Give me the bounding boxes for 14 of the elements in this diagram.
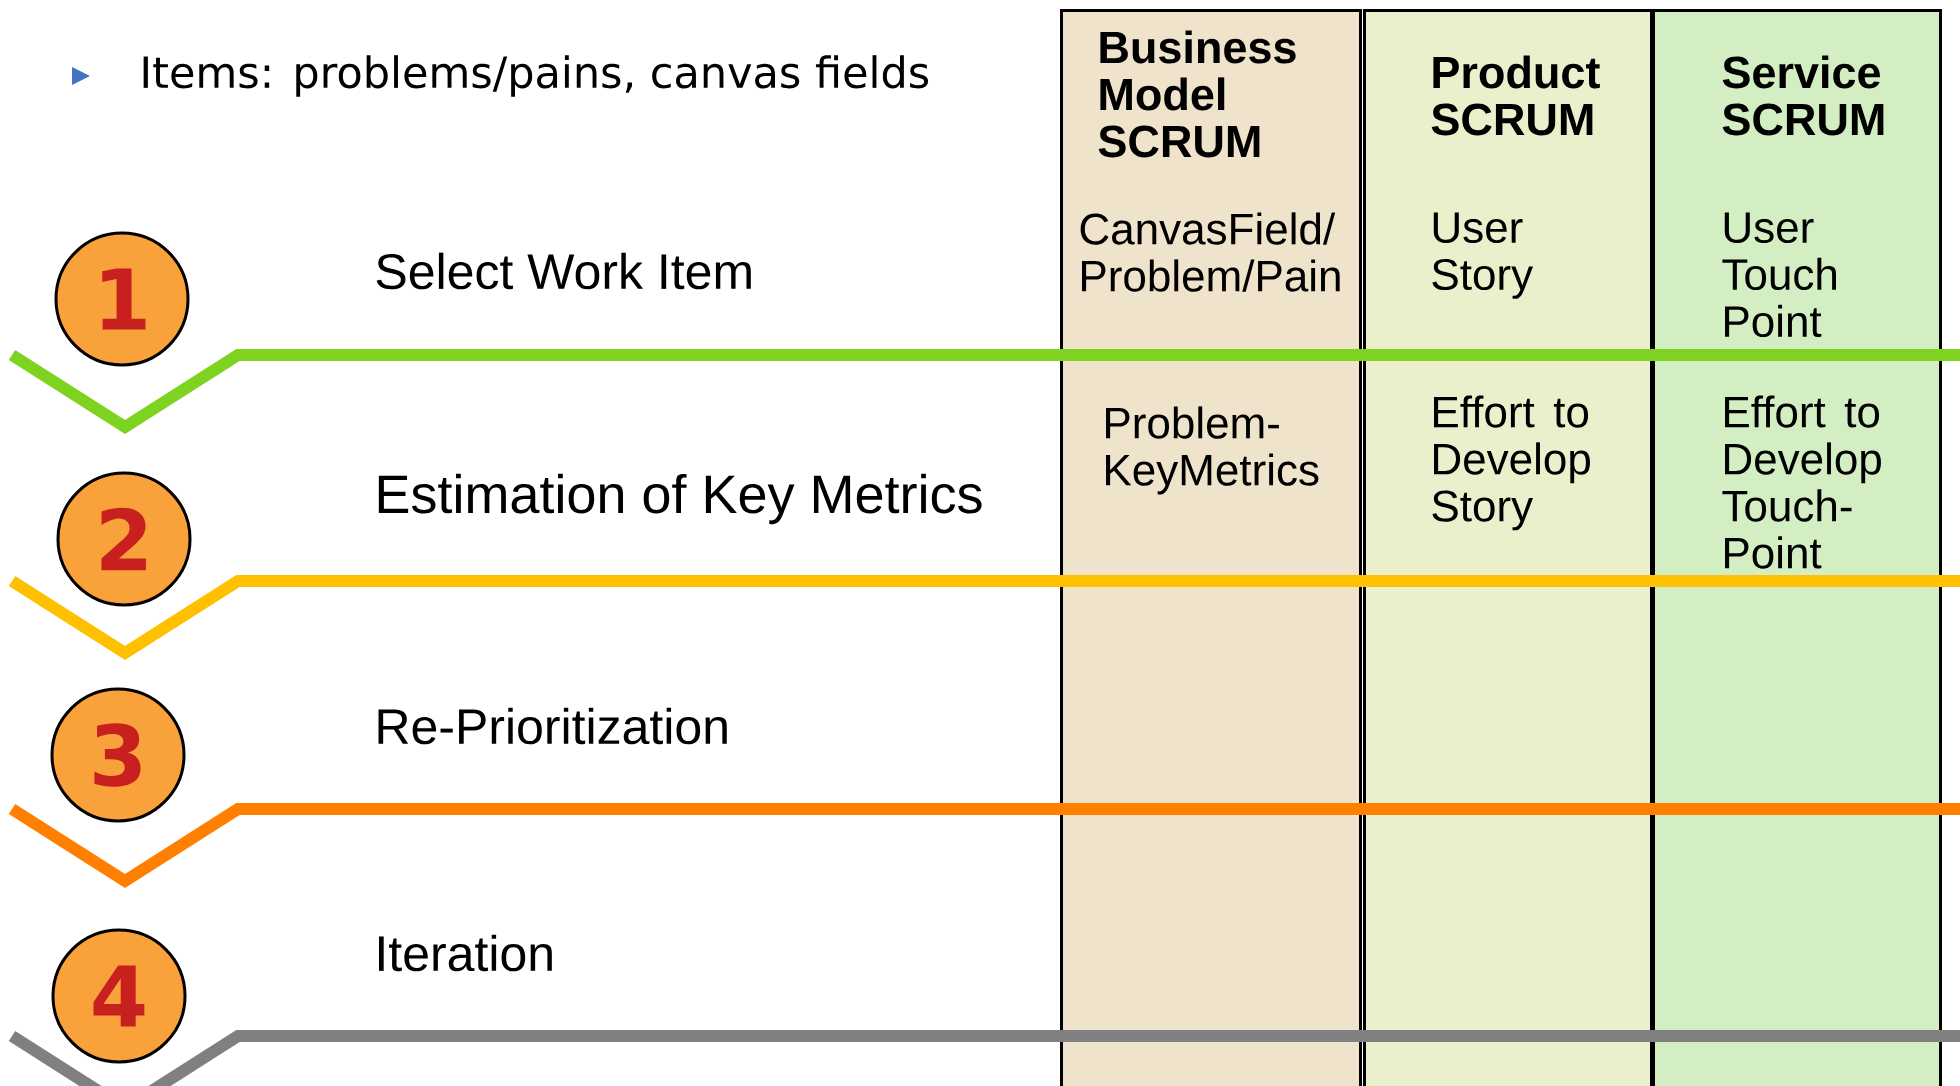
step-title: Estimation of Key Metrics xyxy=(378,473,982,525)
column-heading: Product SCRUM xyxy=(1431,55,1600,136)
cell-text: Effort to Develop Touch- Point xyxy=(1722,395,1881,569)
bullet-text: Items: problems/pains, canvas fields xyxy=(143,55,929,97)
column-heading: Business Model SCRUM xyxy=(1098,30,1296,158)
step-title: Re-Prioritization xyxy=(378,707,727,745)
cell-text: User Story xyxy=(1432,212,1534,299)
cell-text: Problem- KeyMetrics xyxy=(1106,406,1319,495)
step-title: Select Work Item xyxy=(376,252,751,290)
cell-text: CanvasField/ Problem/Pain xyxy=(1080,212,1340,292)
step-title: Iteration xyxy=(379,934,552,972)
cell-text: Effort to Develop Story xyxy=(1432,395,1590,531)
cell-text: User Touch Point xyxy=(1722,212,1836,338)
column-heading: Service SCRUM xyxy=(1722,55,1884,136)
